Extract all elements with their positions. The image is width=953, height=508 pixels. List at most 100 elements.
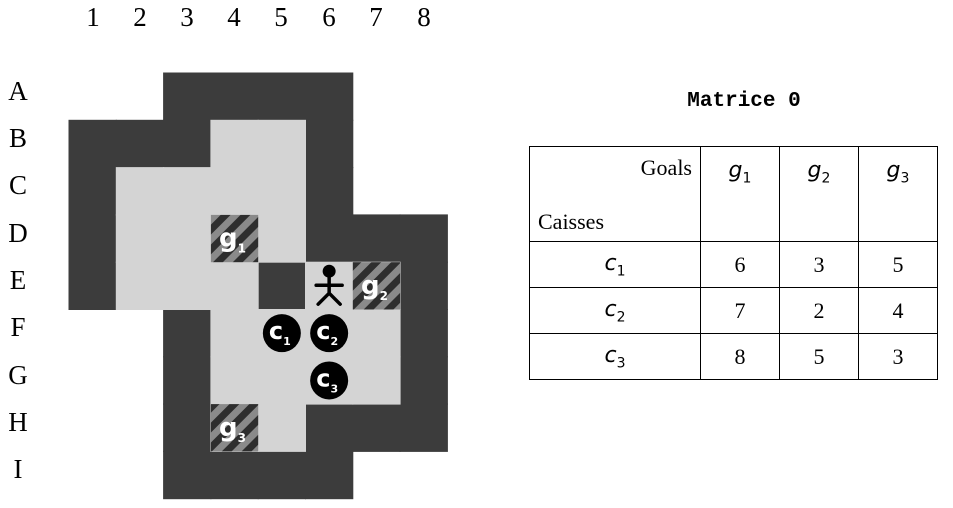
goal-label: g2 [361, 271, 388, 303]
wall-tile [68, 214, 117, 263]
column-label: 6 [322, 2, 336, 32]
box-label: c1 [269, 317, 291, 348]
matrix-header-row: Goals Caisses g1 g2 g3 [529, 146, 938, 242]
goal-label: g3 [219, 413, 246, 445]
column-label: 8 [417, 2, 431, 32]
goal-tile [210, 404, 259, 452]
row-label: A [8, 76, 28, 106]
wall-tile [163, 450, 212, 500]
floor-tile [115, 167, 165, 216]
wall-tile [305, 167, 354, 216]
box-row-header: c1 [529, 241, 701, 288]
floor-tile [163, 261, 212, 310]
boxes-header-label: Caisses [538, 209, 604, 234]
wall-tile [352, 403, 401, 452]
floor-tile [352, 309, 401, 358]
floor-tile [210, 261, 259, 310]
column-label: 5 [274, 2, 288, 32]
wall-tile [163, 403, 212, 452]
row-label: E [9, 265, 27, 295]
goals-header-label: Goals [640, 155, 692, 180]
floor-tile [257, 119, 306, 169]
wall-tile [399, 403, 448, 452]
row-label: G [8, 360, 28, 390]
box-row-header: c3 [529, 333, 701, 380]
wall-tile [399, 309, 448, 358]
floor-tile [115, 214, 165, 263]
matrix-corner-cell: Goals Caisses [529, 146, 701, 242]
floor-tile [352, 356, 401, 405]
floor-tile [257, 167, 306, 216]
box-token [262, 314, 301, 353]
row-label: B [8, 123, 27, 153]
stick-figure-icon [314, 264, 344, 306]
goal-column-header: g2 [779, 146, 859, 242]
matrix-row: c1 6 3 5 [529, 241, 938, 288]
wall-tile [115, 119, 165, 169]
cost-cell: 3 [779, 241, 859, 288]
matrix-title: Matrice 0 [687, 90, 801, 113]
wall-tile [210, 72, 259, 121]
wall-tile [68, 261, 117, 310]
wall-tile [352, 214, 401, 263]
wall-tile [257, 72, 306, 121]
column-label: 1 [86, 2, 100, 32]
column-label: 2 [133, 2, 147, 32]
cost-cell: 2 [779, 287, 859, 334]
wall-tile [399, 356, 448, 405]
floor-tile [210, 309, 259, 358]
cost-cell: 4 [858, 287, 938, 334]
box-label: c3 [316, 364, 338, 395]
box-token [310, 314, 349, 353]
cost-matrix-table: Goals Caisses g1 g2 g3 c1 6 3 5 c2 7 2 4… [529, 146, 938, 380]
goal-label: g1 [219, 224, 246, 256]
floor-tile [210, 119, 259, 169]
cost-cell: 3 [858, 333, 938, 380]
goal-tile [352, 262, 401, 310]
wall-tile [305, 450, 354, 500]
box-token [310, 361, 349, 400]
wall-layer [68, 72, 448, 500]
wall-tile [305, 403, 354, 452]
wall-tile [163, 119, 212, 169]
row-label: F [10, 312, 26, 342]
wall-tile [210, 450, 259, 500]
cost-cell: 7 [700, 287, 780, 334]
matrix-row: c3 8 5 3 [529, 333, 938, 380]
goal-layer: g1 g2 g3 [210, 214, 401, 452]
floor-tile [163, 167, 212, 216]
floor-tile [163, 214, 212, 263]
row-label: I [13, 454, 23, 484]
player-layer [314, 264, 344, 306]
column-label: 7 [369, 2, 383, 32]
column-label: 3 [180, 2, 194, 32]
floor-tile [210, 356, 259, 405]
wall-tile [257, 450, 306, 500]
row-label: D [8, 218, 28, 248]
goal-column-header: g3 [858, 146, 938, 242]
wall-tile [399, 261, 448, 310]
box-row-header: c2 [529, 287, 701, 334]
wall-tile [68, 119, 117, 169]
goal-column-header: g1 [700, 146, 780, 242]
column-label: 4 [227, 2, 241, 32]
wall-tile [163, 356, 212, 405]
cost-cell: 6 [700, 241, 780, 288]
wall-tile [163, 72, 212, 121]
wall-tile [399, 214, 448, 263]
goal-tile [210, 214, 259, 263]
cost-cell: 5 [858, 241, 938, 288]
wall-tile [305, 72, 354, 121]
floor-tile [115, 261, 165, 310]
cost-cell: 8 [700, 333, 780, 380]
wall-tile [68, 167, 117, 216]
wall-tile [163, 309, 212, 358]
matrix-row: c2 7 2 4 [529, 287, 938, 334]
floor-tile [257, 356, 306, 405]
floor-tile [257, 214, 306, 263]
wall-tile [258, 262, 306, 310]
floor-tile [257, 403, 306, 452]
cost-cell: 5 [779, 333, 859, 380]
row-label: C [8, 170, 27, 200]
